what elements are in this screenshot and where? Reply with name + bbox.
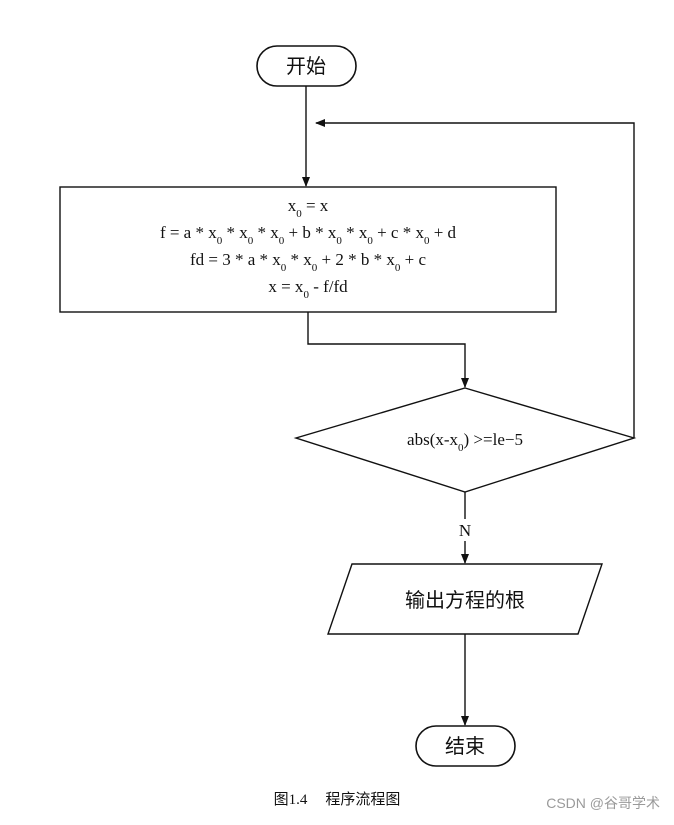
process-line-3: fd = 3 * a * x0 * x0 + 2 * b * x0 + c xyxy=(190,250,426,274)
watermark: CSDN @谷哥学术 xyxy=(546,795,660,811)
process-line-4: x = x0 - f/fd xyxy=(268,277,348,301)
branch-no-label: N xyxy=(459,521,471,540)
end-label: 结束 xyxy=(445,735,485,758)
output-label: 输出方程的根 xyxy=(405,589,525,612)
process-line-1: x0 = x xyxy=(288,196,329,220)
decision-label: abs(x-x0) >=le−5 xyxy=(407,430,523,454)
caption-title: 程序流程图 xyxy=(325,792,401,808)
figure-caption: 图1.4 程序流程图 xyxy=(0,788,674,809)
output-parallelogram: 输出方程的根 xyxy=(327,563,603,635)
branch-label-bg xyxy=(453,519,477,541)
arrow-process-to-decision xyxy=(307,312,469,388)
process-line-2: f = a * x0 * x0 * x0 + b * x0 * x0 + c *… xyxy=(160,223,457,247)
loop-back-arrow xyxy=(315,119,635,438)
decision-diamond: abs(x-x0) >=le−5 xyxy=(293,387,637,493)
start-terminator: 开始 xyxy=(256,45,357,87)
process-box: x0 = x f = a * x0 * x0 * x0 + b * x0 * x… xyxy=(59,186,557,313)
start-label: 开始 xyxy=(286,55,326,78)
caption-number: 图1.4 xyxy=(273,792,308,808)
end-terminator: 结束 xyxy=(415,725,516,767)
